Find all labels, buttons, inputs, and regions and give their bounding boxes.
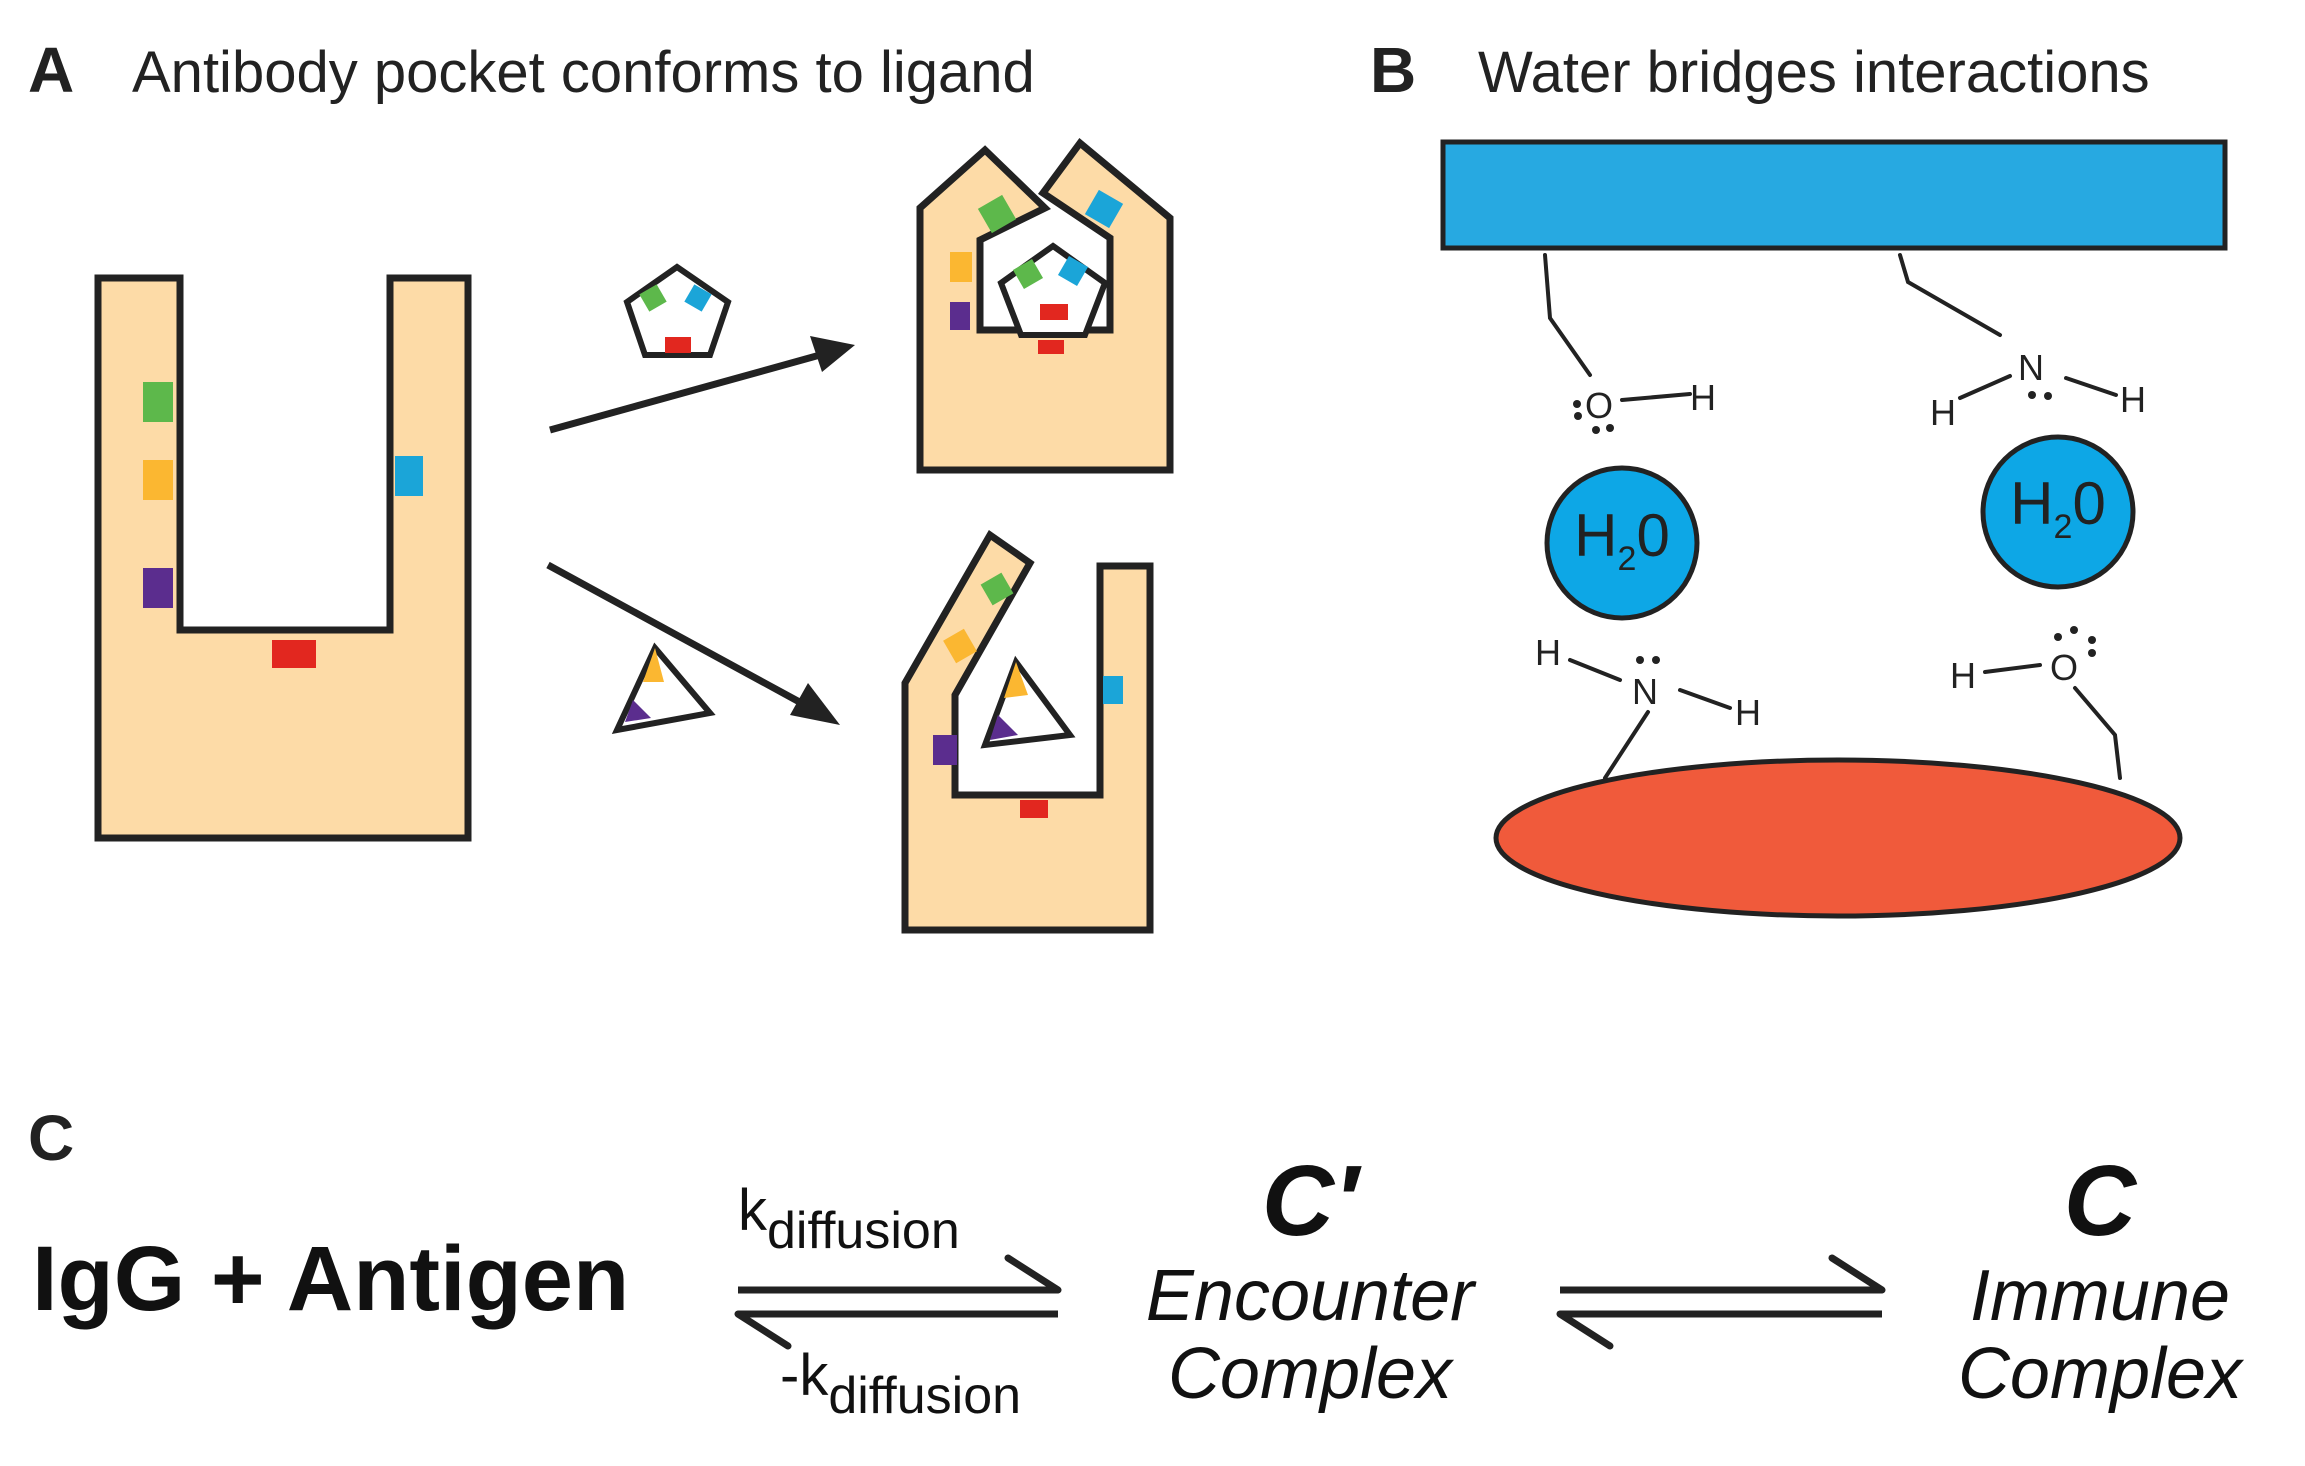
water-right: H20: [1980, 434, 2136, 590]
panel-a: A Antibody pocket conforms to ligand: [28, 34, 1174, 934]
closed-orange-site: [950, 252, 972, 282]
pentagon-red: [665, 337, 691, 353]
pocket-shape: [94, 274, 472, 842]
triangle-purple: [625, 700, 651, 722]
upper-arrow: [549, 336, 855, 434]
panel-b: B Water bridges interactions O H N H H H…: [1370, 34, 2228, 919]
red-surface-ellipse: [1493, 757, 2183, 919]
bar-oxygen: O: [1585, 385, 1613, 426]
reactants-label: IgG + Antigen: [32, 1228, 629, 1330]
bound-pentagon: [997, 242, 1109, 338]
ellipse-amine-bond: [1603, 710, 1650, 780]
ellipse-amine-h-right: H: [1735, 692, 1761, 733]
ellipse-hydroxyl-h: H: [1950, 655, 1976, 696]
panel-c: C IgG + Antigen kdiffusion -kdiffusion C…: [28, 1102, 2245, 1425]
immune-complex-symbol: C: [2064, 1145, 2138, 1257]
panel-a-letter: A: [28, 34, 74, 106]
bound-triangle-orange: [1004, 662, 1028, 698]
lower-arrow: [546, 561, 840, 725]
pentagon-ligand: [623, 263, 732, 358]
ellipse-nitrogen: N: [1632, 671, 1658, 712]
water-left-label: H20: [1574, 502, 1670, 578]
bound-pentagon-cyan: [1057, 255, 1089, 287]
red-site: [272, 640, 316, 668]
open-antibody-pocket: [94, 274, 472, 842]
green-site: [143, 382, 173, 422]
bent-cyan-site: [1103, 676, 1123, 704]
encounter-complex-line2: Complex: [1168, 1334, 1455, 1414]
purple-site: [143, 568, 173, 608]
bound-triangle-purple: [990, 715, 1018, 740]
closed-pocket-triangle: [901, 529, 1154, 934]
bound-pentagon-red: [1040, 304, 1068, 320]
lower-arrowhead: [790, 683, 840, 725]
water-right-label: H20: [2010, 470, 2106, 546]
panel-b-letter: B: [1370, 34, 1416, 106]
upper-arrowhead: [810, 336, 855, 372]
bar-nitrogen: N: [2018, 347, 2044, 388]
water-right-circle: [1980, 434, 2136, 590]
water-left-circle: [1544, 465, 1700, 621]
cyan-site: [395, 456, 423, 496]
encounter-complex-line1: Encounter: [1146, 1256, 1477, 1336]
blue-surface-bar: [1440, 139, 2228, 251]
bar-amine-bond: [1898, 253, 2002, 337]
k-forward-label: kdiffusion: [738, 1178, 960, 1260]
immune-complex-line1: Immune: [1970, 1256, 2230, 1336]
binding-equilibrium-arrows: [1556, 1254, 1886, 1350]
panel-b-title: Water bridges interactions: [1478, 40, 2150, 105]
bar-hydroxyl-h: H: [1690, 377, 1716, 418]
encounter-complex-symbol: C′: [1262, 1145, 1362, 1257]
bar-amine-h-left: H: [1930, 392, 1956, 433]
ellipse-oxygen: O: [2050, 647, 2078, 688]
bar-amine-h-right: H: [2120, 379, 2146, 420]
immune-complex-line2: Complex: [1958, 1334, 2245, 1414]
closed-pocket-pentagon: [916, 137, 1174, 474]
triangle-orange: [643, 648, 664, 682]
bent-red-site: [1020, 800, 1048, 818]
diffusion-equilibrium-arrows: [734, 1254, 1062, 1350]
panel-c-letter: C: [28, 1102, 74, 1174]
ellipse-amine-h-left: H: [1535, 632, 1561, 673]
closed-red-site: [1038, 340, 1064, 354]
orange-site: [143, 460, 173, 500]
pentagon-green: [639, 284, 667, 312]
bent-orange-site: [943, 628, 977, 664]
closed-purple-site: [950, 302, 970, 330]
water-left: H20: [1544, 465, 1700, 621]
closed-cyan-site: [1084, 189, 1124, 229]
pentagon-cyan: [684, 284, 712, 312]
bound-pentagon-green: [1012, 258, 1044, 290]
triangle-ligand: [611, 642, 716, 734]
bar-hydroxyl-bond: [1543, 253, 1592, 377]
closed-green-site: [977, 194, 1017, 234]
bent-purple-site: [933, 735, 957, 765]
ellipse-hydroxyl-bond: [2073, 686, 2122, 780]
k-reverse-label: -kdiffusion: [780, 1343, 1021, 1425]
panel-a-title: Antibody pocket conforms to ligand: [132, 40, 1035, 105]
bent-green-site: [980, 572, 1014, 606]
